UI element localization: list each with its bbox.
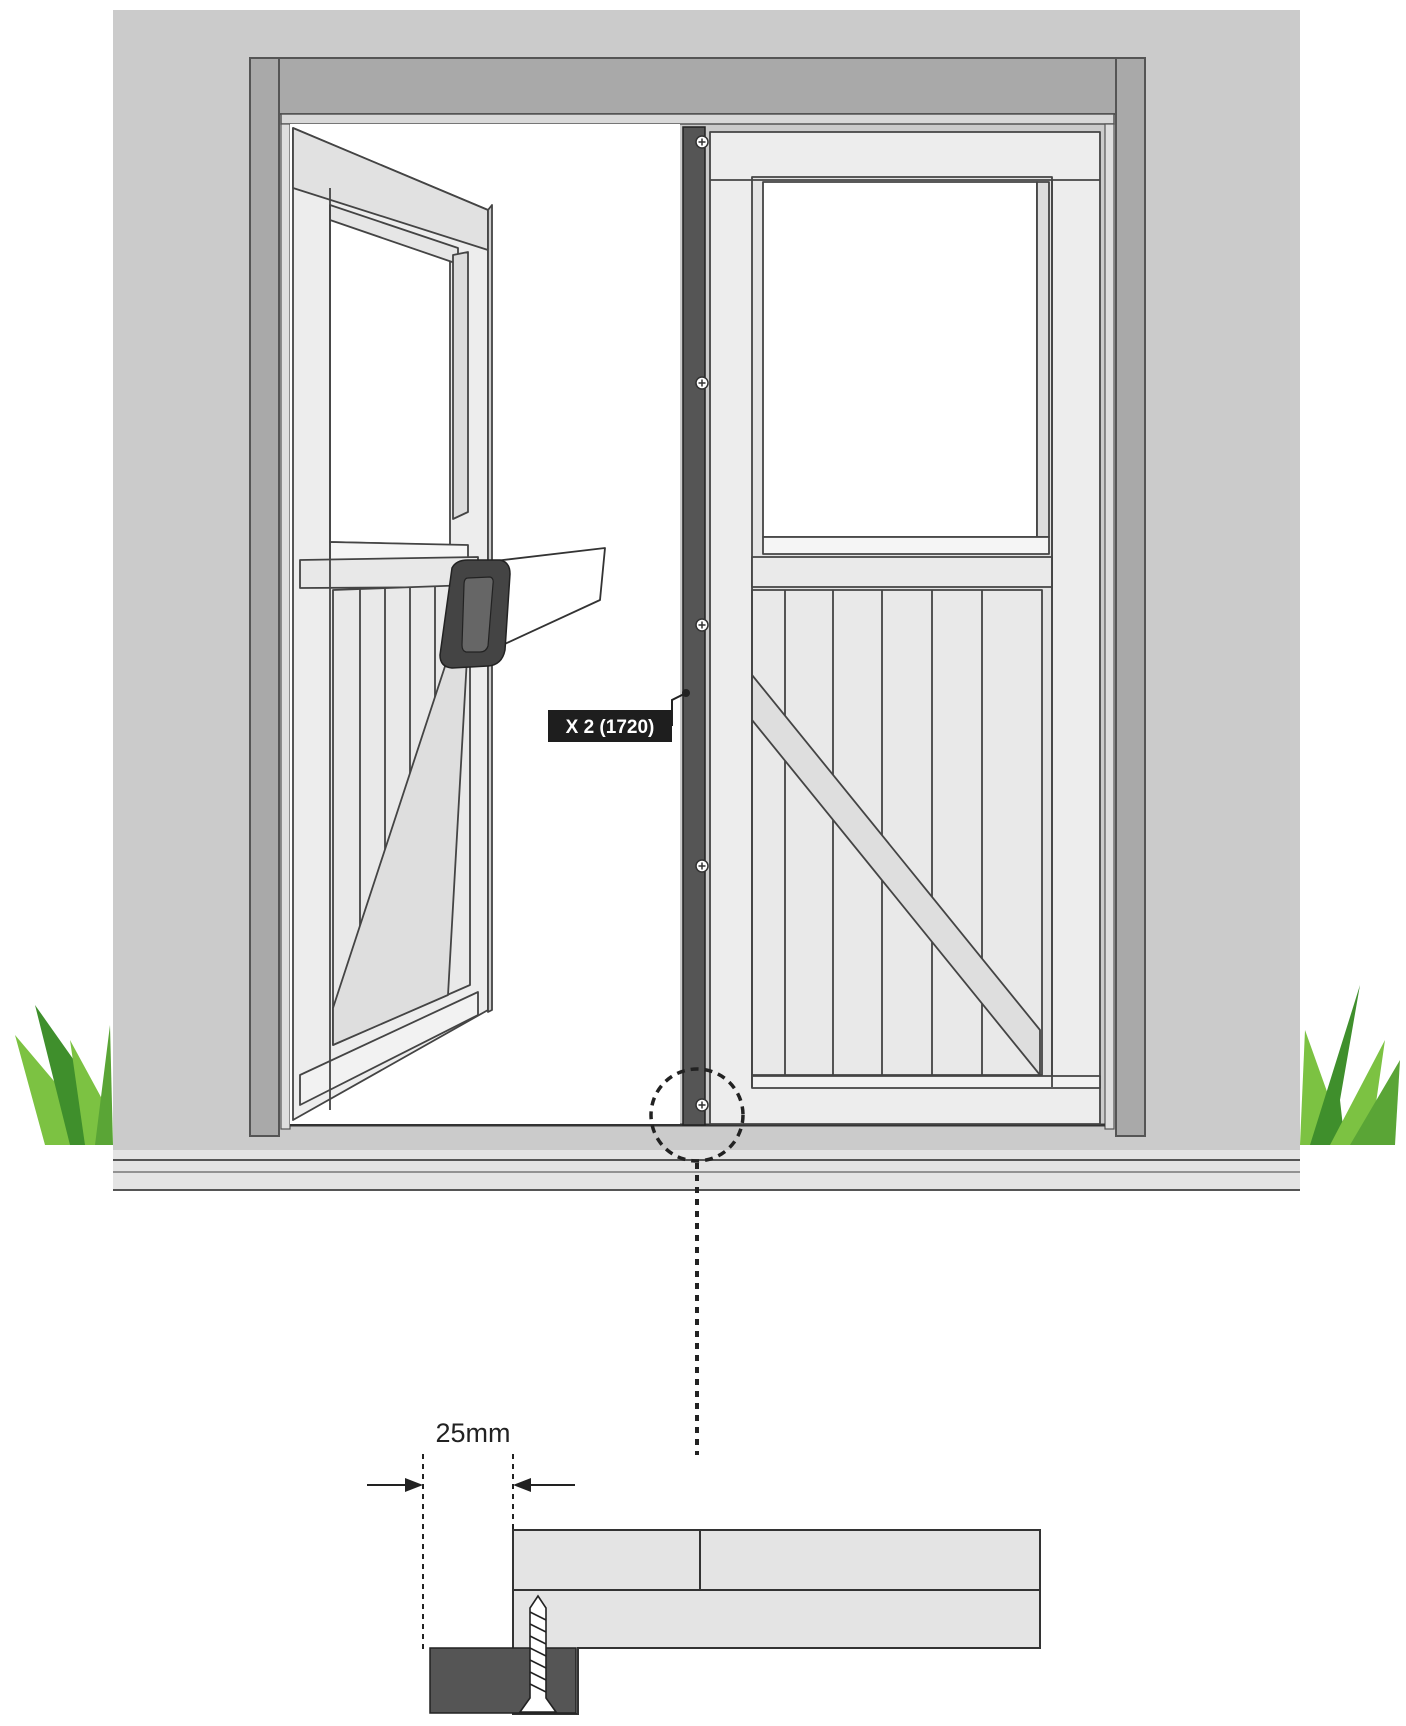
screw-icon (695, 135, 709, 149)
screw-icon (695, 1098, 709, 1112)
arrow-icon (367, 1478, 423, 1492)
dimension-detail: 25mm (367, 1418, 575, 1650)
quantity-callout: X 2 (1720) (548, 689, 690, 742)
screw-icon (695, 618, 709, 632)
cross-section (429, 1529, 1041, 1715)
screw-icon (695, 859, 709, 873)
right-door (709, 131, 1101, 1125)
floor-band (113, 1150, 1300, 1190)
grass-right-icon (1300, 985, 1400, 1145)
detail-indicator (649, 1067, 745, 1455)
screw-icon (695, 376, 709, 390)
handle-icon (439, 559, 511, 669)
left-door-open (292, 127, 493, 1121)
grass-left-icon (15, 1005, 113, 1145)
seal-strip (682, 126, 709, 1126)
arrow-icon (513, 1478, 575, 1492)
quantity-label: X 2 (1720) (566, 717, 655, 738)
wood-screw-icon (518, 1594, 558, 1713)
dimension-label: 25mm (435, 1418, 510, 1448)
